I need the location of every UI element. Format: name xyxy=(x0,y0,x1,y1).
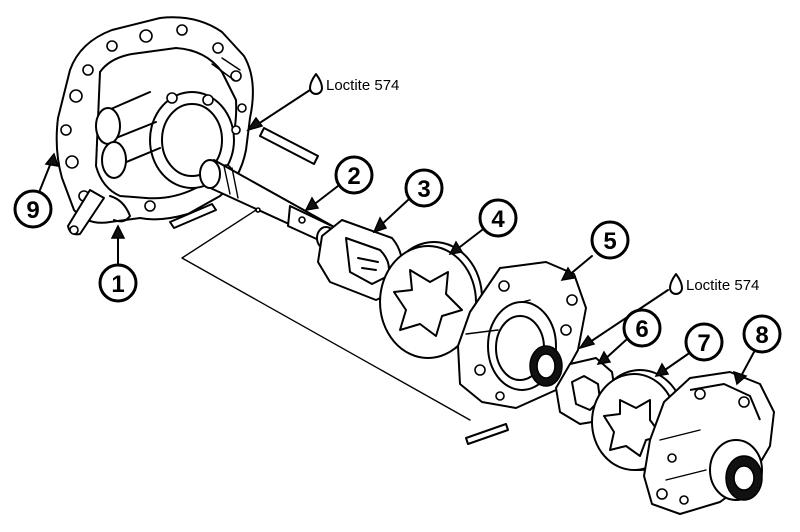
callout-7-label: 7 xyxy=(697,330,710,357)
part-3-coupling xyxy=(317,219,404,301)
alignment-lines xyxy=(181,209,471,421)
callout-4-label: 4 xyxy=(491,206,505,233)
part-8-end-cover xyxy=(643,371,775,515)
callout-9: 9 xyxy=(13,152,60,229)
callout-8-label: 8 xyxy=(755,322,768,349)
loctite-note-lower: Loctite 574 xyxy=(578,273,759,350)
part-2-shaft xyxy=(199,159,341,250)
callout-6: 6 xyxy=(596,308,662,365)
callout-9-label: 9 xyxy=(26,197,39,224)
callout-7: 7 xyxy=(654,322,724,377)
loctite-label-lower: Loctite 574 xyxy=(686,277,759,294)
callout-1: 1 xyxy=(98,224,138,303)
callout-4: 4 xyxy=(448,198,518,255)
callout-5-label: 5 xyxy=(603,228,616,255)
callout-3-label: 3 xyxy=(417,176,430,203)
callout-2-label: 2 xyxy=(347,163,360,190)
callout-2: 2 xyxy=(304,155,374,211)
callout-8: 8 xyxy=(732,314,782,386)
callout-3: 3 xyxy=(372,168,444,234)
drop-icon xyxy=(669,273,683,295)
callout-6-label: 6 xyxy=(635,316,648,343)
part-5-body xyxy=(457,261,587,409)
drop-icon xyxy=(309,73,323,95)
dowel-pins xyxy=(169,127,509,445)
callout-5: 5 xyxy=(560,220,630,281)
part-4-rotor xyxy=(379,241,483,359)
part-9-housing xyxy=(55,16,254,236)
loctite-note-upper: Loctite 574 xyxy=(246,73,399,132)
loctite-label-upper: Loctite 574 xyxy=(326,77,399,94)
callout-1-label: 1 xyxy=(111,271,124,298)
